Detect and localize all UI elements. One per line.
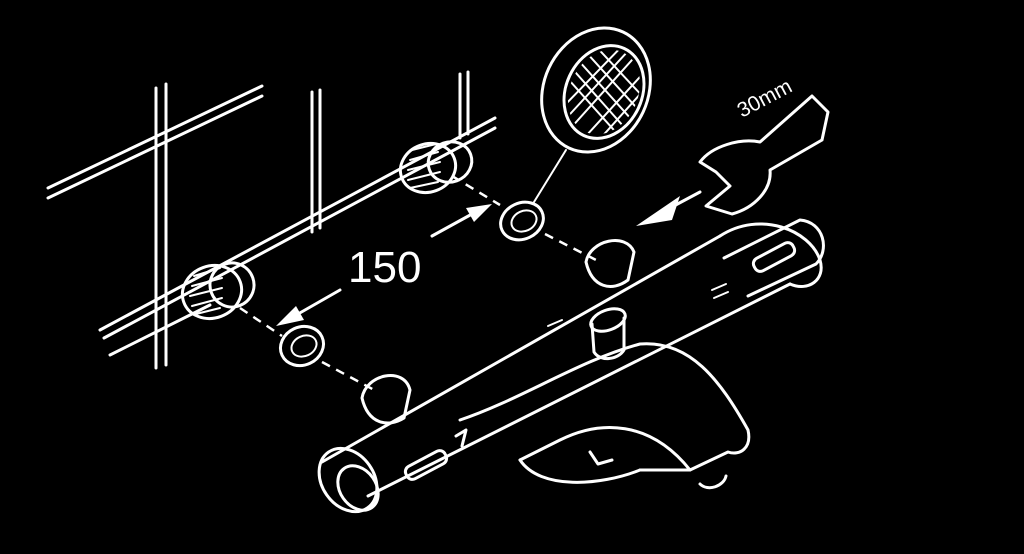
spacing-dimension-label: 150 <box>348 243 421 292</box>
dimension-arrows <box>276 204 492 326</box>
filter-seal-icon <box>499 200 545 242</box>
eccentric-connector-icon <box>180 261 256 320</box>
eccentric-connector-icon <box>398 140 474 195</box>
wrench-size-label: 30mm <box>734 75 796 123</box>
mixer-valve-body-icon <box>317 218 825 514</box>
wall-tile-grid <box>46 70 497 370</box>
leader-line <box>533 149 567 203</box>
wrench-icon <box>636 94 830 226</box>
filter-screen-closeup-icon <box>540 26 654 154</box>
filter-seal-icon <box>279 324 325 368</box>
